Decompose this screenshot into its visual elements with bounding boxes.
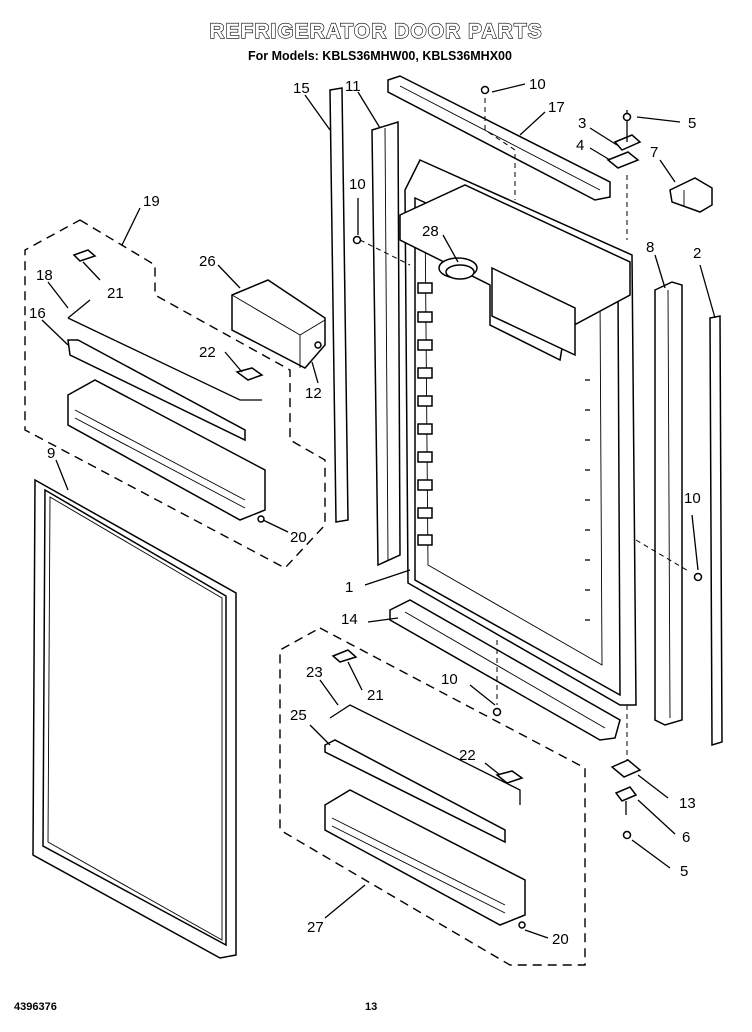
callout-21-lower: 21 — [367, 687, 384, 704]
callout-28: 28 — [422, 223, 439, 240]
door-liner — [399, 159, 637, 706]
right-trim-strip — [709, 315, 723, 747]
callout-21-upper: 21 — [107, 285, 124, 302]
top-hinge-assembly — [606, 110, 642, 169]
hinge-cover — [669, 177, 713, 213]
leader-lines — [41, 83, 716, 939]
callout-5-bottom: 5 — [680, 863, 688, 880]
callout-13: 13 — [679, 795, 696, 812]
callout-20-lower: 20 — [552, 931, 569, 948]
bottom-door-cap — [389, 599, 621, 741]
callout-15: 15 — [293, 80, 310, 97]
callout-10-top: 10 — [529, 76, 546, 93]
upper-shelf-assembly — [67, 249, 266, 521]
callout-6: 6 — [682, 829, 690, 846]
screws — [257, 85, 703, 929]
door-gasket — [32, 478, 237, 959]
document-number: 4396376 — [14, 1001, 57, 1013]
model-subtitle: For Models: KBLS36MHW00, KBLS36MHX00 — [248, 49, 512, 63]
callout-12: 12 — [305, 385, 322, 402]
callout-23: 23 — [306, 664, 323, 681]
callout-22-lower: 22 — [459, 747, 476, 764]
alignment-lines — [359, 98, 691, 760]
callout-18: 18 — [36, 267, 53, 284]
callout-10-bottom: 10 — [441, 671, 458, 688]
callout-22-upper: 22 — [199, 344, 216, 361]
callout-4: 4 — [576, 137, 584, 154]
bottom-hinge-assembly — [610, 759, 642, 840]
callout-20-upper: 20 — [290, 529, 307, 546]
door-right-trim — [654, 281, 683, 726]
top-door-cap — [387, 75, 611, 201]
callout-7: 7 — [650, 144, 658, 161]
upper-shelf-group-outline — [24, 219, 326, 569]
callout-5-top: 5 — [688, 115, 696, 132]
callout-17: 17 — [548, 99, 565, 116]
callout-10-right: 10 — [684, 490, 701, 507]
lower-shelf-assembly — [324, 649, 526, 926]
callout-19: 19 — [143, 193, 160, 210]
callout-11: 11 — [345, 78, 361, 95]
callout-3: 3 — [578, 115, 586, 132]
callout-2: 2 — [693, 245, 701, 262]
dairy-compartment-door — [231, 279, 326, 369]
page-title: REFRIGERATOR DOOR PARTS — [209, 19, 543, 43]
callout-25: 25 — [290, 707, 307, 724]
left-trim-strip — [329, 87, 349, 523]
callout-26: 26 — [199, 253, 216, 270]
callout-14: 14 — [341, 611, 358, 628]
page-number: 13 — [365, 1001, 378, 1013]
recess-plug — [445, 264, 475, 280]
callout-16: 16 — [29, 305, 46, 322]
callout-8: 8 — [646, 239, 654, 256]
lower-shelf-group-outline — [279, 627, 586, 966]
door-left-trim — [371, 120, 401, 567]
callout-27: 27 — [307, 919, 324, 936]
callout-9: 9 — [47, 445, 55, 462]
callout-10-left: 10 — [349, 176, 366, 193]
callout-1: 1 — [345, 579, 353, 596]
callout-labels: 1 2 3 4 5 5 6 7 8 9 10 10 10 10 11 12 13… — [29, 76, 701, 948]
